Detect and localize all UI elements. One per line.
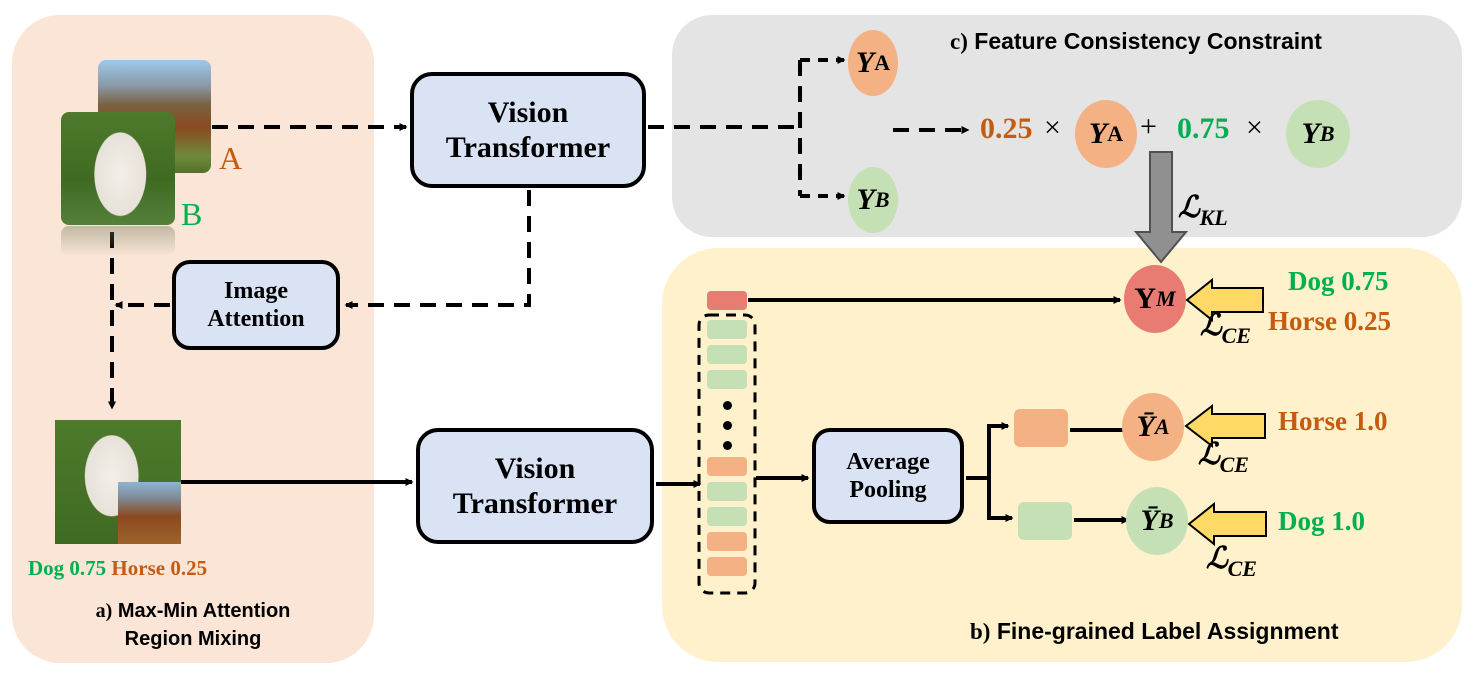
symbol: ℒ (1178, 190, 1200, 225)
target-yb: Dog 1.0 (1278, 506, 1365, 536)
panel-c-prefix: c) (950, 29, 968, 54)
target-ym-horse: Horse 0.25 (1268, 306, 1391, 336)
block-label: Image (224, 277, 288, 304)
ellipsis-dot (723, 421, 732, 430)
symbol: Y (1134, 282, 1157, 315)
panel-b-title-text: Fine-grained Label Assignment (990, 618, 1339, 644)
subscript: CE (1221, 323, 1251, 348)
block-label: Vision (487, 95, 569, 129)
mixed-label-dog: Dog 0.75 (28, 556, 107, 580)
symbol: Y (855, 46, 875, 79)
subscript: B (1158, 508, 1174, 533)
arrow-vit-to-attention (344, 190, 531, 309)
symbol: ℒ (1206, 541, 1228, 576)
subscript: A (874, 50, 891, 75)
arrow-pool-branch (966, 422, 1010, 480)
mixed-image-horse-patch (118, 482, 181, 544)
subscript: A (1154, 414, 1170, 439)
block-label: Transformer (445, 131, 611, 164)
patch-token-green (707, 345, 747, 364)
subscript: KL (1199, 205, 1228, 230)
ellipsis-dot (723, 441, 732, 450)
patch-token-green (707, 482, 747, 501)
subscript: B (1319, 121, 1335, 146)
block-label: Attention (207, 306, 305, 332)
panel-a-title: a) Max-Min Attention Region Mixing (12, 597, 374, 653)
ce-loss-label: ℒCE (1198, 437, 1249, 478)
subscript: M (1156, 286, 1176, 311)
weight-b: 0.75 (1177, 112, 1230, 145)
patch-token-green (707, 370, 747, 389)
feature-b (1018, 502, 1072, 540)
times-sign: × (1246, 111, 1263, 144)
kl-arrow-icon (1133, 151, 1189, 264)
vision-transformer-block-top: Vision Transformer (410, 72, 646, 188)
kl-loss-label: ℒKL (1178, 190, 1228, 231)
block-label: Vision (494, 451, 576, 485)
subscript: CE (1219, 452, 1249, 477)
mixed-image (55, 420, 181, 544)
subscript: CE (1227, 556, 1257, 581)
panel-c-title-text: Feature Consistency Constraint (967, 28, 1322, 54)
symbol: Ȳ (1140, 504, 1159, 537)
image-attention-block: Image Attention (172, 260, 340, 350)
image-label-b: B (181, 196, 203, 232)
subscript: B (874, 187, 890, 212)
times-sign: × (1044, 111, 1061, 144)
patch-token-orange (707, 557, 747, 576)
block-label: Transformer (452, 487, 618, 520)
ellipsis-dot (723, 401, 732, 410)
target-ym-dog: Dog 0.75 (1288, 266, 1389, 296)
ce-loss-label: ℒCE (1200, 308, 1251, 349)
symbol: Y (1088, 117, 1108, 150)
ce-arrow-icon (1184, 403, 1266, 449)
panel-a-prefix: a) (95, 600, 113, 622)
patch-token-green (707, 507, 747, 526)
mixed-label-horse: Horse 0.25 (111, 556, 208, 580)
average-pooling-block: Average Pooling (812, 428, 964, 524)
mixed-image-labels: Dog 0.75 Horse 0.25 (28, 556, 207, 581)
token-group-border (697, 313, 757, 595)
vision-transformer-block-bottom: Vision Transformer (416, 428, 654, 544)
weight-a: 0.25 (980, 112, 1033, 145)
image-label-a: A (219, 140, 243, 176)
feature-a (1014, 409, 1068, 447)
arrow-pool-branch-b (987, 478, 1014, 522)
symbol: ℒ (1198, 437, 1220, 472)
panel-label-assignment (662, 248, 1462, 662)
panel-a-title-line2: Region Mixing (124, 628, 262, 650)
panel-b-title: b) Fine-grained Label Assignment (970, 618, 1339, 645)
panel-b-prefix: b) (970, 619, 991, 644)
patch-token-orange (707, 532, 747, 551)
ce-arrow-icon (1185, 277, 1264, 323)
cls-token (707, 291, 747, 310)
symbol: Y (1301, 117, 1320, 150)
ce-loss-label: ℒCE (1206, 541, 1257, 582)
subscript: A (1107, 121, 1124, 146)
symbol: Ȳ (1136, 410, 1155, 443)
symbol: ℒ (1200, 308, 1222, 343)
panel-a-title-line1: Max-Min Attention (112, 600, 291, 622)
dog-image-reflection (61, 226, 175, 256)
patch-token-green (707, 320, 747, 339)
target-ya: Horse 1.0 (1278, 406, 1388, 436)
ce-arrow-icon (1187, 501, 1267, 547)
symbol: Y (856, 183, 875, 216)
block-label: Pooling (849, 477, 927, 503)
block-label: Average (846, 448, 930, 475)
plus-sign: + (1140, 110, 1157, 143)
dog-image (61, 112, 175, 225)
panel-c-title: c) Feature Consistency Constraint (950, 28, 1322, 55)
patch-token-orange (707, 457, 747, 476)
